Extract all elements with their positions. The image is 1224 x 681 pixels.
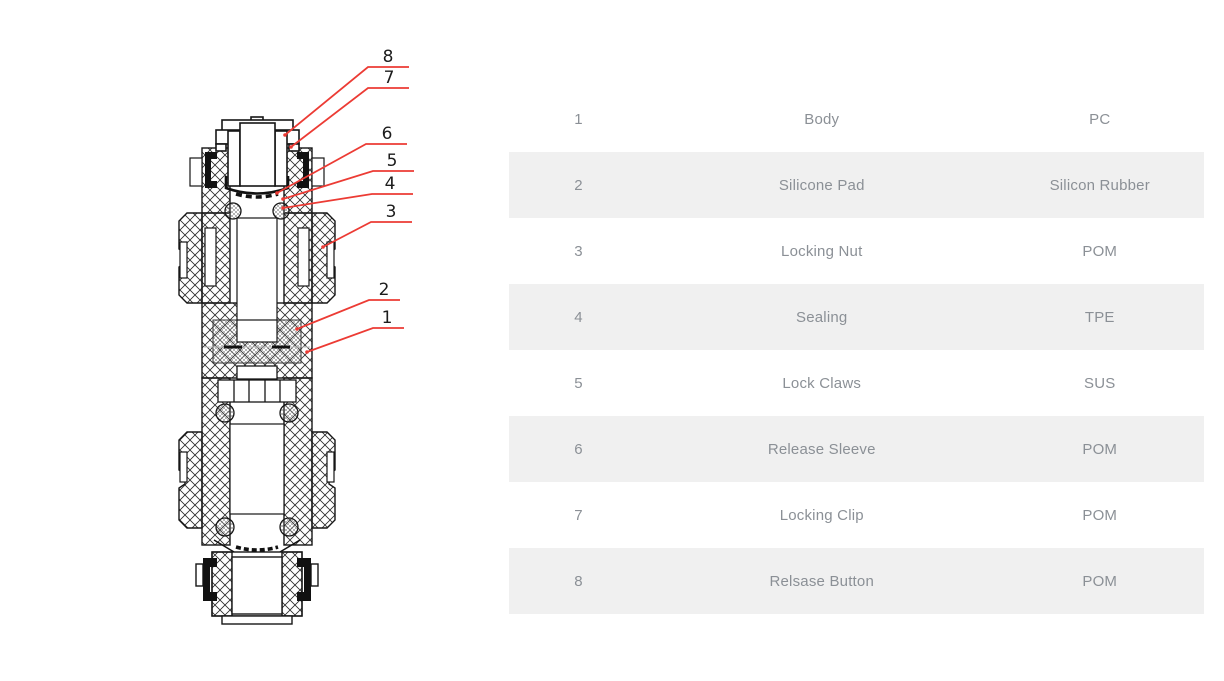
- part-name-cell: Silicone Pad: [778, 176, 865, 194]
- table-row: 6 Release Sleeve POM: [509, 416, 1204, 482]
- bottom-latch-left: [203, 558, 217, 601]
- part-number-cell: 5: [574, 374, 583, 392]
- button-bore: [239, 122, 276, 187]
- part-material-cell: POM: [1082, 506, 1118, 524]
- callout-7-label: 7: [384, 68, 395, 88]
- sealing-rings: [224, 202, 290, 220]
- lower-bore: [229, 423, 285, 515]
- callout-8: 8: [283, 47, 409, 137]
- collet-band: [217, 379, 297, 403]
- table-row: 4 Sealing TPE: [509, 284, 1204, 350]
- callout-3: 3: [321, 202, 412, 249]
- locking-clips: [205, 152, 309, 188]
- callout-4: 4: [281, 174, 413, 210]
- table-row: 3 Locking Nut POM: [509, 218, 1204, 284]
- internal-stack: [217, 365, 297, 403]
- lock-claws: [235, 192, 279, 199]
- bores-and-pockets: [179, 157, 335, 515]
- callout-3-label: 3: [386, 202, 397, 222]
- callout-6: 6: [275, 124, 407, 195]
- callout-2: 2: [295, 280, 400, 331]
- callout-2-label: 2: [379, 280, 390, 300]
- part-number-cell: 1: [574, 110, 583, 128]
- part-material-cell: POM: [1082, 572, 1118, 590]
- part-number-cell: 3: [574, 242, 583, 260]
- part-name-cell: Sealing: [796, 308, 848, 326]
- part-material-cell: Silicon Rubber: [1049, 176, 1150, 194]
- bottom-connector: [195, 551, 319, 625]
- release-button: [215, 116, 300, 187]
- callout-4-label: 4: [385, 174, 396, 194]
- part-material-cell: PC: [1089, 110, 1111, 128]
- part-name-cell: Release Sleeve: [767, 440, 876, 458]
- callout-1: 1: [305, 308, 404, 354]
- grip-teeth: [213, 539, 301, 553]
- part-number-cell: 2: [574, 176, 583, 194]
- center-bore: [236, 217, 278, 323]
- parts-table: 1 Body PC 2 Silicone Pad Silicon Rubber …: [509, 86, 1204, 614]
- callout-6-label: 6: [382, 124, 393, 144]
- part-name-cell: Locking Clip: [779, 506, 864, 524]
- silicone-pad: [204, 319, 310, 364]
- part-material-cell: TPE: [1084, 308, 1115, 326]
- table-row: 7 Locking Clip POM: [509, 482, 1204, 548]
- callout-5-label: 5: [387, 151, 398, 171]
- part-number-cell: 8: [574, 572, 583, 590]
- callout-5: 5: [281, 151, 414, 201]
- callout-1-label: 1: [382, 308, 393, 328]
- table-row: 8 Relsase Button POM: [509, 548, 1204, 614]
- part-name-cell: Locking Nut: [781, 242, 863, 260]
- table-row: 1 Body PC: [509, 86, 1204, 152]
- part-material-cell: POM: [1082, 440, 1118, 458]
- table-row: 5 Lock Claws SUS: [509, 350, 1204, 416]
- callout-8-label: 8: [383, 47, 394, 67]
- callouts: 8 7 6 5 4 3 2 1: [275, 47, 414, 354]
- fitting-cross-section-svg: 8 7 6 5 4 3 2 1: [178, 47, 414, 625]
- fitting-diagram: 8 7 6 5 4 3 2 1: [0, 0, 470, 676]
- part-number-cell: 6: [574, 440, 583, 458]
- part-number-cell: 7: [574, 506, 583, 524]
- part-material-cell: SUS: [1084, 374, 1116, 392]
- part-name-cell: Body: [804, 110, 840, 128]
- part-name-cell: Lock Claws: [782, 374, 862, 392]
- part-number-cell: 4: [574, 308, 583, 326]
- part-material-cell: POM: [1082, 242, 1118, 260]
- o-rings: [215, 403, 299, 537]
- table-row: 2 Silicone Pad Silicon Rubber: [509, 152, 1204, 218]
- bottom-latch-right: [297, 558, 311, 601]
- part-name-cell: Relsase Button: [769, 572, 875, 590]
- callout-7: 7: [289, 68, 409, 149]
